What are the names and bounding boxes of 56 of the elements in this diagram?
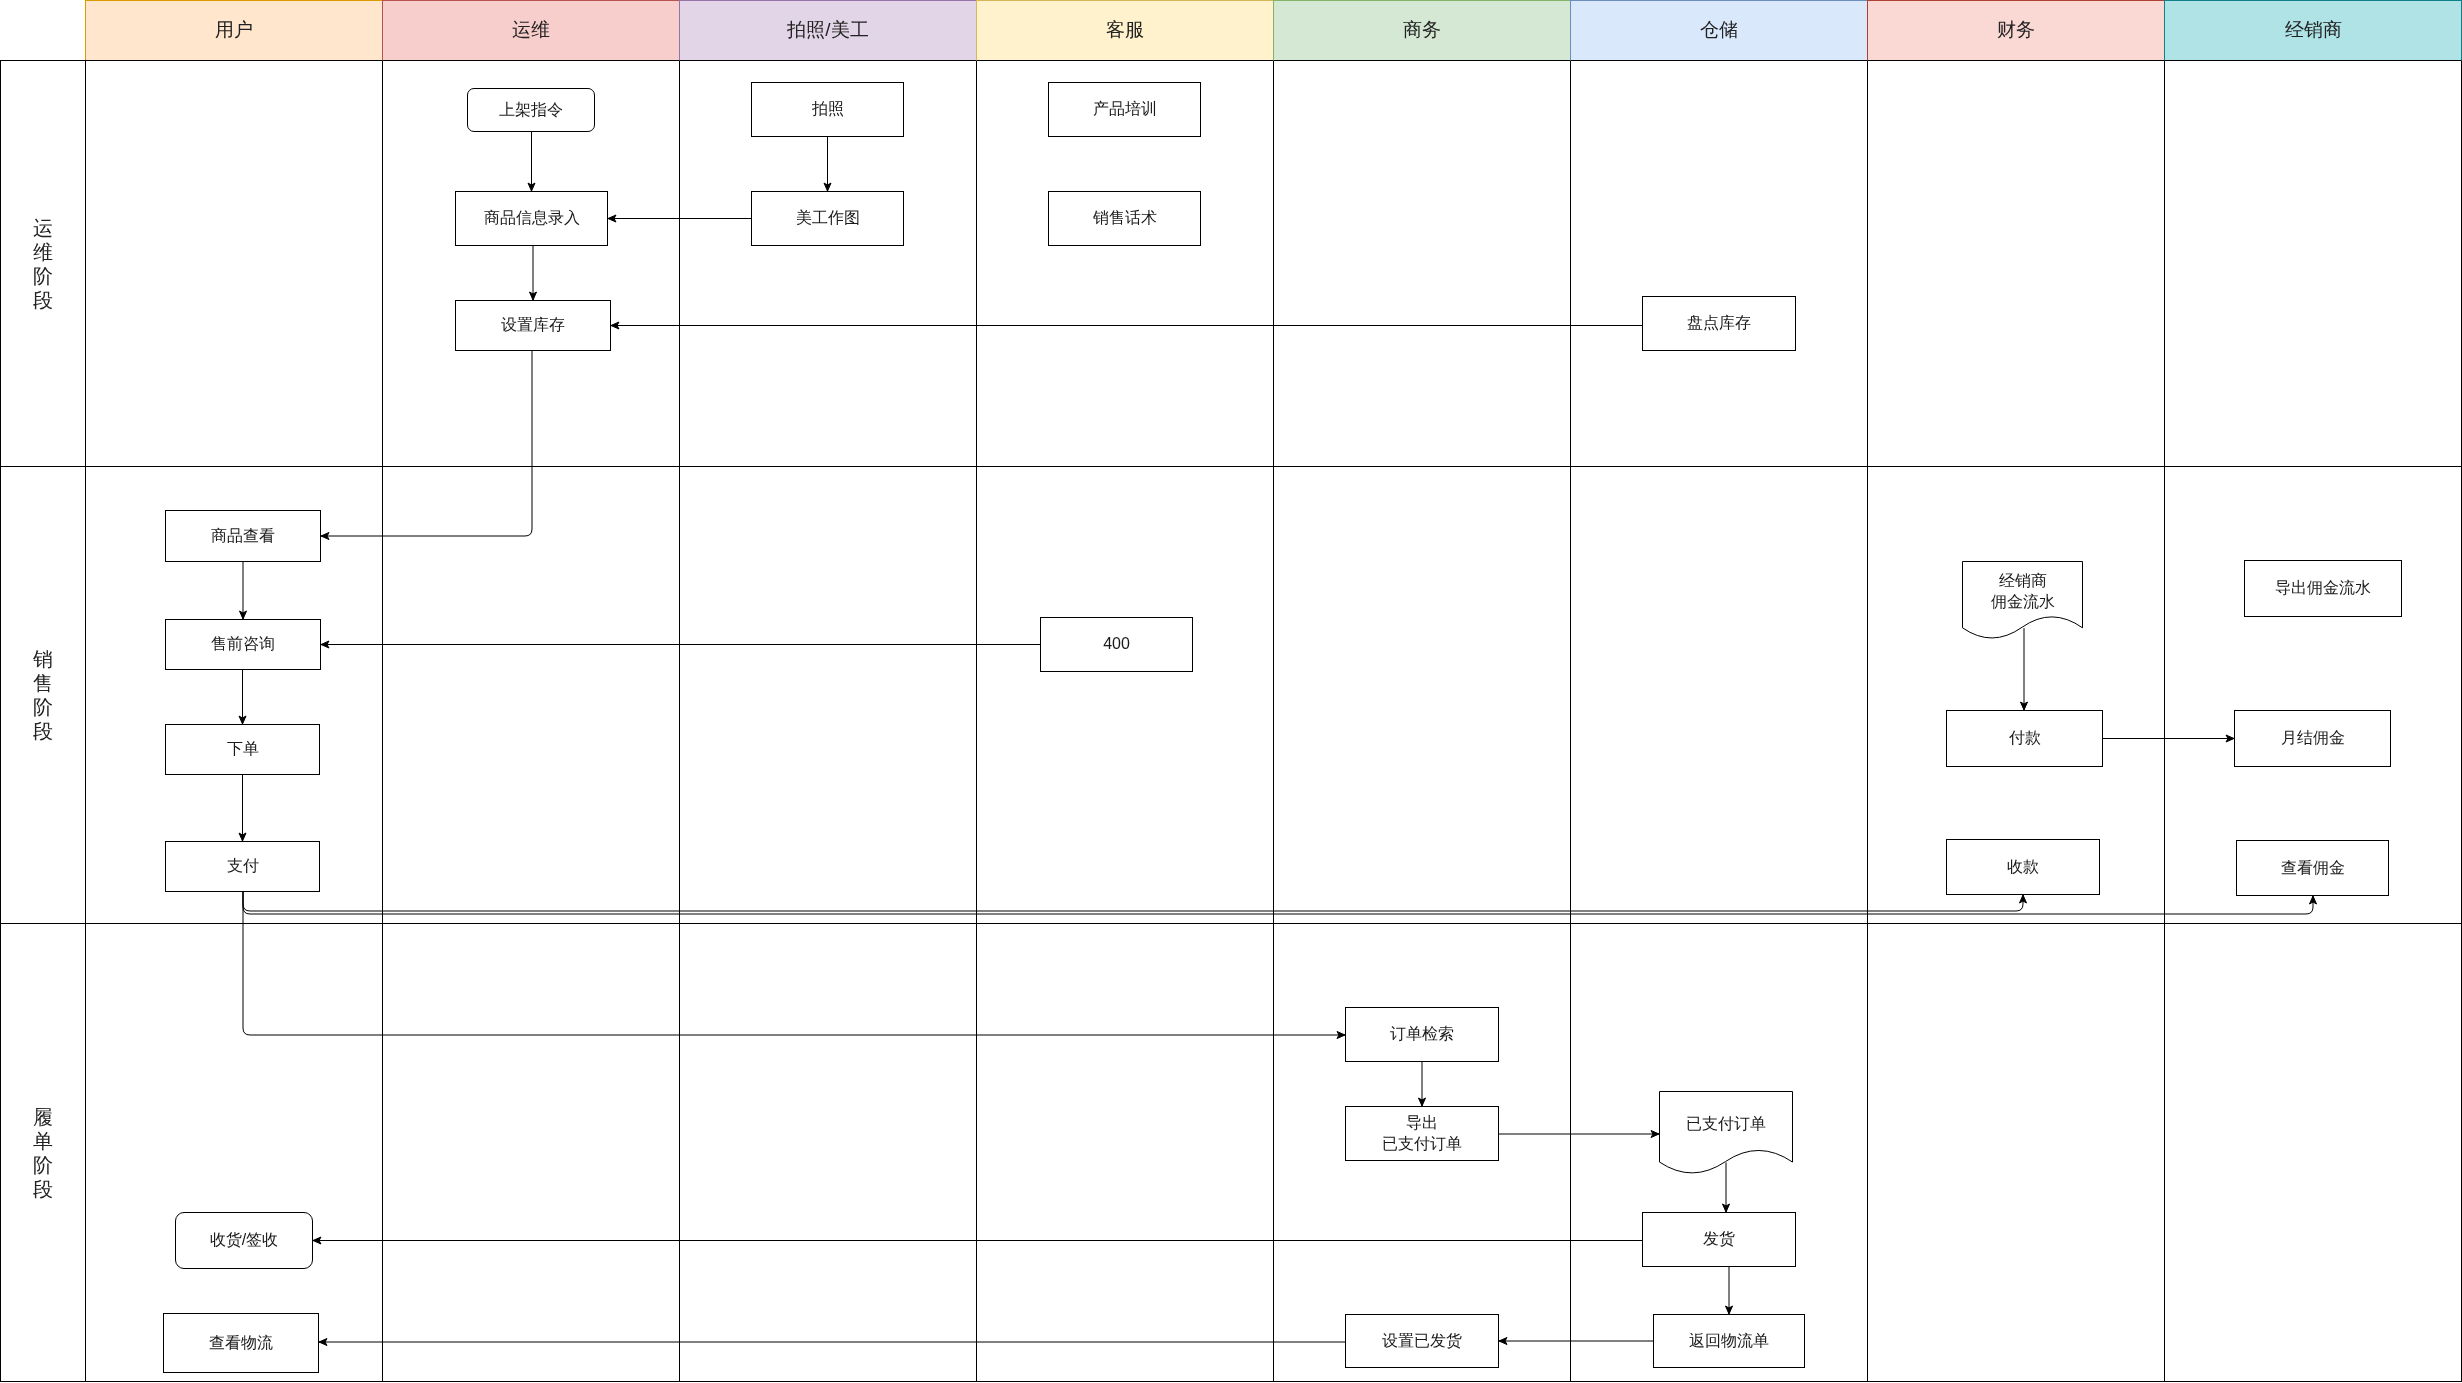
lane-header: 客服: [976, 0, 1274, 61]
arrow: [823, 136, 832, 192]
lane-header: 商务: [1273, 0, 1571, 61]
process-box: 支付: [165, 841, 320, 892]
arrow: [242, 891, 1346, 1039]
process-box: 导出已支付订单: [1345, 1106, 1499, 1161]
arrow: [320, 350, 533, 540]
arrow: [1498, 1130, 1660, 1138]
process-box: 设置已发货: [1345, 1314, 1499, 1368]
lane-header: 财务: [1867, 0, 2165, 61]
process-box: 发货: [1642, 1212, 1796, 1267]
arrow: [1725, 1266, 1733, 1315]
process-box: 美工作图: [751, 191, 904, 246]
arrow: [238, 774, 247, 842]
process-box: 导出佣金流水: [2244, 560, 2402, 617]
process-box: 盘点库存: [1642, 296, 1796, 351]
process-box: 拍照: [751, 82, 904, 137]
process-box: 订单检索: [1345, 1007, 1499, 1062]
arrow: [527, 131, 536, 192]
arrow: [529, 245, 537, 301]
process-box: 返回物流单: [1653, 1314, 1805, 1368]
phase-header: 运维阶段: [0, 60, 86, 467]
process-box: 设置库存: [455, 300, 611, 351]
arrow: [1418, 1061, 1426, 1107]
arrow: [2102, 734, 2235, 743]
process-box: 产品培训: [1048, 82, 1201, 137]
process-box: 400: [1040, 617, 1193, 672]
rounded-box: 上架指令: [467, 88, 595, 132]
process-box: 月结佣金: [2234, 710, 2391, 767]
lane-header: 经销商: [2164, 0, 2462, 61]
process-box: 收款: [1946, 839, 2100, 895]
lane-header: 运维: [382, 0, 680, 61]
process-box: 销售话术: [1048, 191, 1201, 246]
process-box: 付款: [1946, 710, 2103, 767]
document-shape: 已支付订单: [1659, 1091, 1793, 1175]
arrow: [239, 561, 247, 620]
process-box: 查看佣金: [2236, 840, 2389, 896]
process-box: 下单: [165, 724, 320, 775]
arrow: [607, 214, 752, 223]
arrow: [1498, 1337, 1654, 1345]
arrow: [2020, 627, 2028, 711]
process-box: 售前咨询: [165, 619, 321, 670]
arrow: [610, 321, 1643, 330]
arrow: [238, 669, 247, 725]
lane-header: 拍照/美工: [679, 0, 977, 61]
lane-header: 仓储: [1570, 0, 1868, 61]
lane-header: 用户: [85, 0, 383, 61]
rounded-box: 收货/签收: [175, 1212, 313, 1269]
process-box: 商品信息录入: [455, 191, 608, 246]
arrow: [320, 640, 1041, 649]
process-box: 查看物流: [163, 1313, 319, 1373]
process-box: 商品查看: [165, 510, 321, 562]
arrow: [318, 1338, 1346, 1346]
arrow: [1722, 1161, 1730, 1213]
document-shape: 经销商佣金流水: [1962, 561, 2083, 640]
arrow: [312, 1236, 1643, 1245]
